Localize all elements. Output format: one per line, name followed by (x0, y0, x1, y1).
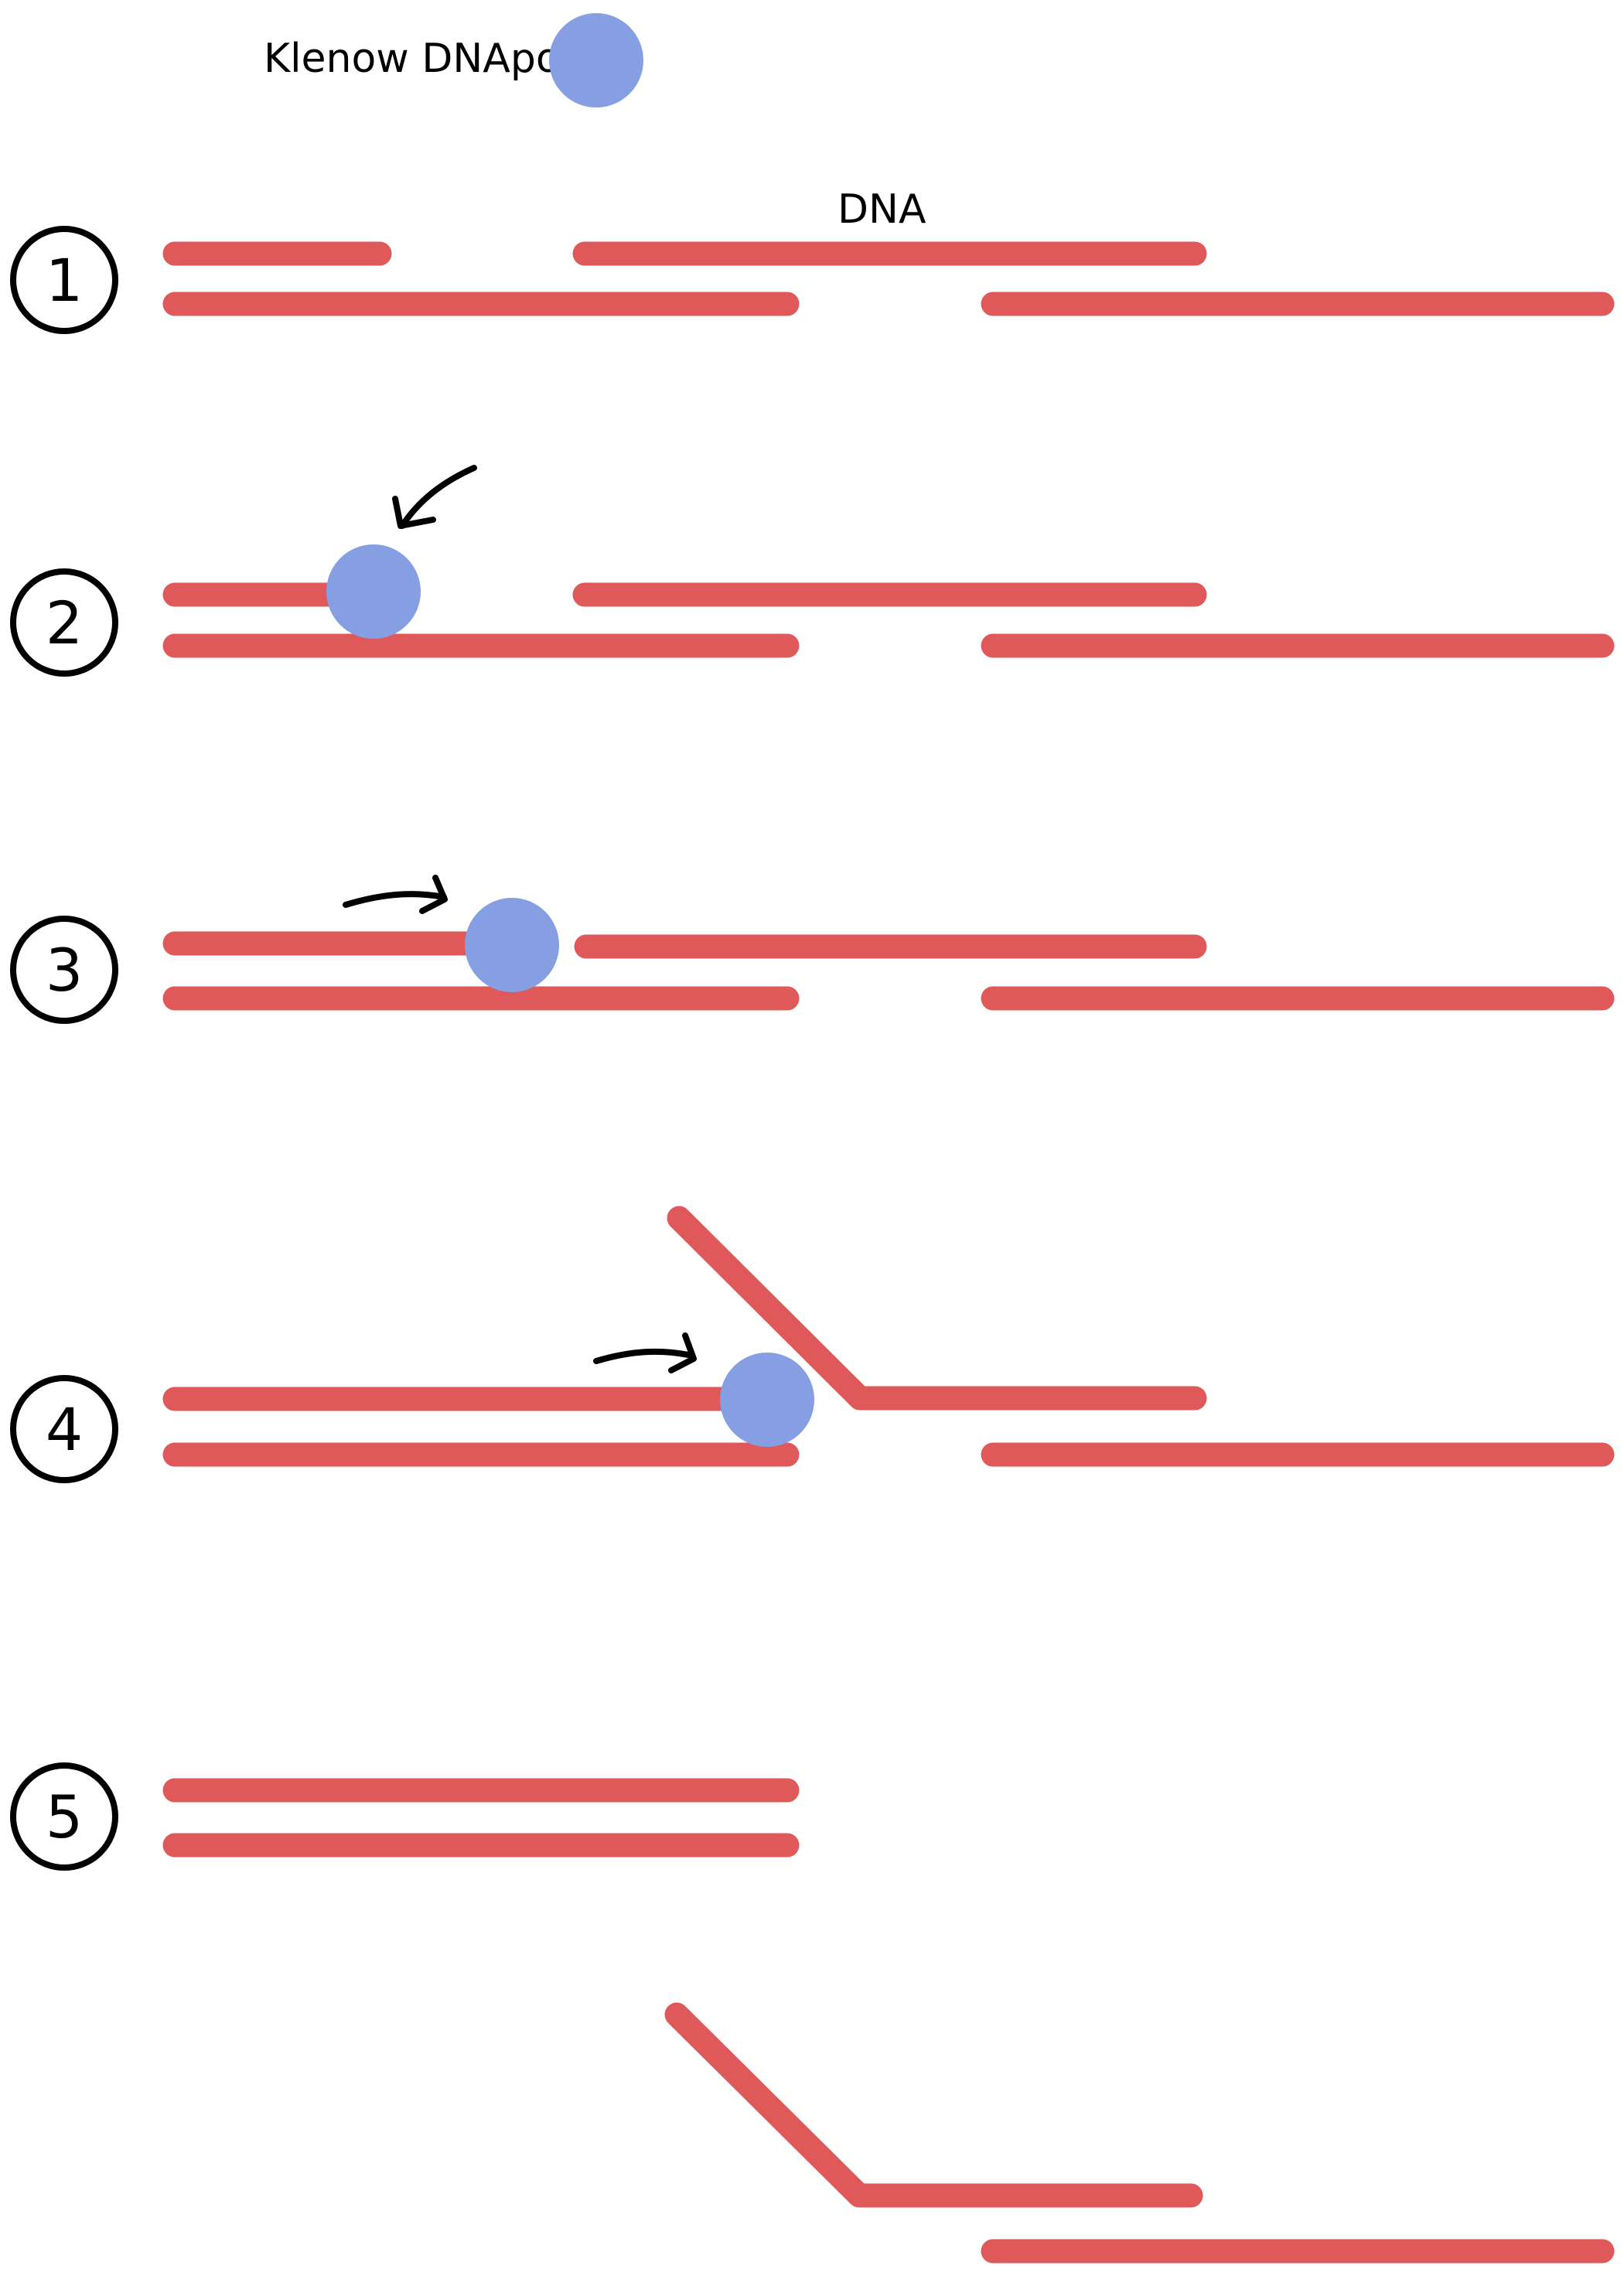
step-number: 3 (46, 936, 83, 1005)
legend-label: Klenow DNApol (264, 36, 571, 82)
step-4: 4 (10, 1206, 1615, 1483)
klenow-polymerase (720, 1353, 814, 1447)
forward-arrow-icon (343, 875, 448, 914)
step-3: 3 (10, 875, 1615, 1024)
step-number: 1 (46, 246, 83, 315)
step-number-ring (10, 916, 118, 1024)
step-number: 5 (46, 1783, 83, 1851)
klenow-polymerase (465, 898, 559, 992)
step-number-ring (10, 1762, 118, 1871)
forward-arrow-icon (593, 1332, 697, 1373)
klenow-polymerase-blob-icon (549, 13, 643, 107)
klenow-polymerase (326, 544, 421, 639)
legend: Klenow DNApol (264, 13, 643, 107)
released-fragment (664, 2002, 1615, 2264)
displaced-strand (667, 1206, 1207, 1411)
step-2: 2 (10, 465, 1615, 677)
dna-label: DNA (838, 186, 926, 233)
step-number-ring (10, 568, 118, 677)
step-number-ring (10, 226, 118, 334)
binding-arrow-icon (392, 465, 477, 529)
step-1: 1 (10, 226, 1615, 334)
step-number-ring (10, 1375, 118, 1483)
displaced-strand (664, 2002, 1203, 2208)
step-number: 2 (46, 589, 83, 657)
step-number: 4 (46, 1395, 83, 1464)
step-5: 5 (10, 1762, 800, 1871)
